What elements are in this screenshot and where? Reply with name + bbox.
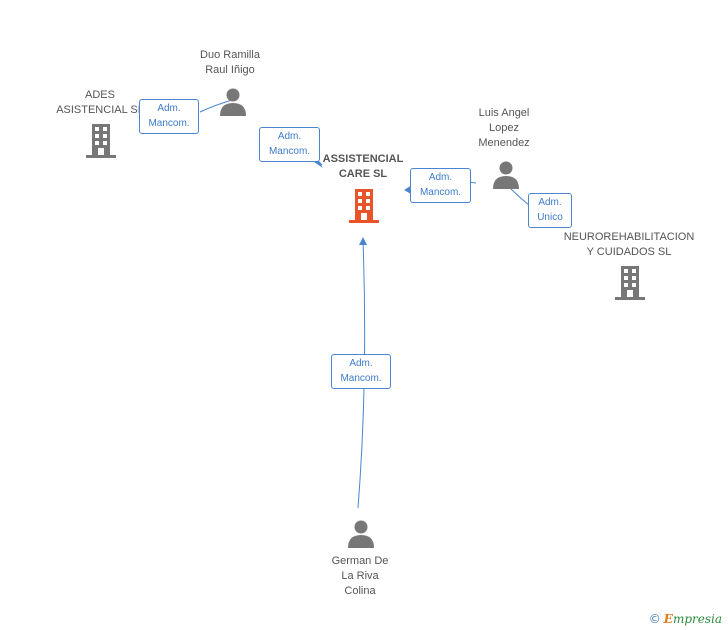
relation-type: Mancom. xyxy=(148,118,190,129)
brand-name: mpresia xyxy=(672,612,722,626)
label-line: ADES xyxy=(85,89,115,101)
person-label-luis[interactable]: Luis Angel Lopez Menendez xyxy=(444,106,564,151)
label-line: Luis Angel xyxy=(478,107,530,119)
label-line: Colina xyxy=(344,585,376,597)
empresia-logo[interactable]: ©Empresia xyxy=(649,612,722,626)
person-label-german[interactable]: German De La Riva Colina xyxy=(300,554,420,599)
label-line: Menendez xyxy=(478,137,530,149)
relation-role: Adm. xyxy=(538,197,562,208)
label-line: ASISTENCIAL SL xyxy=(56,104,144,116)
relation-type: Mancom. xyxy=(340,373,382,384)
main-company-building-icon xyxy=(349,189,379,223)
relation-box-duo[interactable]: Adm. Mancom. xyxy=(259,127,320,162)
arrowhead-duo xyxy=(314,160,323,168)
building-icon xyxy=(86,124,116,158)
relation-type: Mancom. xyxy=(419,187,462,198)
building-icon xyxy=(615,266,645,300)
label-line: Y CUIDADOS SL xyxy=(586,246,672,258)
label-line: Duo Ramilla xyxy=(200,49,260,61)
relation-role: Adm. xyxy=(349,358,373,369)
company-label-neuro[interactable]: NEUROREHABILITACION Y CUIDADOS SL xyxy=(562,230,696,260)
relation-role: Adm. xyxy=(157,103,181,114)
label-line: German De xyxy=(331,555,389,567)
label-line: NEUROREHABILITACION xyxy=(563,231,695,243)
person-icon xyxy=(348,520,374,548)
label-line: La Riva xyxy=(341,570,379,582)
main-company-label[interactable]: ASSISTENCIAL CARE SL xyxy=(303,152,423,182)
label-line: ASSISTENCIAL xyxy=(322,153,404,165)
relation-role: Adm. xyxy=(277,131,302,142)
relation-type: Mancom. xyxy=(268,146,311,157)
relation-type: Unico xyxy=(537,212,563,223)
person-icon xyxy=(220,88,246,116)
company-label-ades[interactable]: ADES ASISTENCIAL SL xyxy=(40,88,160,118)
edge-ades-duo xyxy=(199,99,233,113)
relation-box-luis[interactable]: Adm. Mancom. xyxy=(410,168,471,203)
relation-box-german[interactable]: Adm. Mancom. xyxy=(331,354,391,389)
copyright-icon: © xyxy=(648,612,661,626)
relation-box-ades[interactable]: Adm. Mancom. xyxy=(139,99,199,134)
label-line: Lopez xyxy=(489,122,519,134)
person-icon xyxy=(493,161,519,189)
person-label-duo[interactable]: Duo Ramilla Raul Iñigo xyxy=(170,48,290,78)
relation-box-neuro[interactable]: Adm. Unico xyxy=(528,193,572,228)
label-line: Raul Iñigo xyxy=(205,64,255,76)
brand-initial: E xyxy=(663,612,673,626)
relation-role: Adm. xyxy=(428,172,453,183)
arrowhead-german xyxy=(359,237,367,245)
label-line: CARE SL xyxy=(338,168,388,180)
